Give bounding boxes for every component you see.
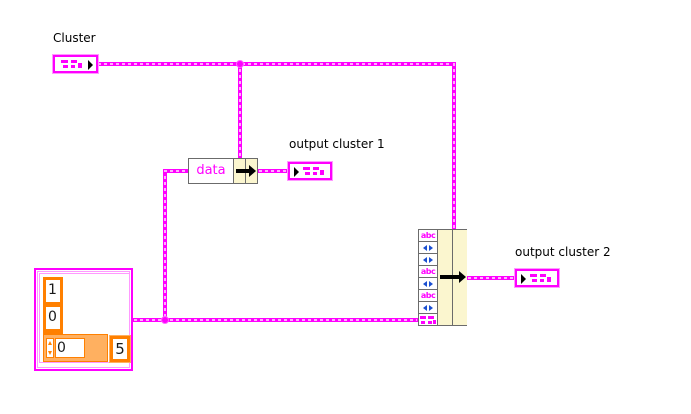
bundle-input-cluster[interactable] <box>419 314 437 326</box>
bundle-input-list: abc abc abc <box>419 230 438 326</box>
array-element-1[interactable]: 0 <box>46 307 60 329</box>
wire-cluster-to-bundle[interactable] <box>452 62 456 229</box>
bundle-by-name-node[interactable]: abc abc abc <box>418 229 467 326</box>
numeric-arrows-icon <box>423 281 433 287</box>
unbundle-element-name[interactable]: data <box>189 159 234 183</box>
bundle-input-numeric[interactable] <box>419 302 437 314</box>
array-index-value[interactable]: 0 <box>55 338 85 358</box>
numeric-arrows-icon <box>423 257 433 263</box>
output-cluster-1-terminal[interactable] <box>287 161 333 181</box>
numeric-arrows-icon <box>423 245 433 251</box>
output-cluster-2-label: output cluster 2 <box>515 245 611 259</box>
bundle-input-string[interactable]: abc <box>419 291 437 302</box>
bundle-input-numeric[interactable] <box>419 242 437 254</box>
bundle-arrow-icon <box>440 271 466 283</box>
index-spinner-icon[interactable] <box>46 338 54 358</box>
output-arrow-icon <box>88 60 93 70</box>
unbundle-by-name-node[interactable]: data <box>188 158 258 184</box>
numeric-constant-value[interactable]: 5 <box>113 339 127 359</box>
bundle-input-string[interactable]: abc <box>419 231 437 242</box>
output-cluster-1-label: output cluster 1 <box>289 137 385 151</box>
numeric-arrows-icon <box>423 305 433 311</box>
bundle-input-numeric[interactable] <box>419 278 437 290</box>
input-arrow-icon <box>521 274 526 284</box>
wire-constant-to-bundle[interactable] <box>133 318 418 322</box>
wire-cluster-top[interactable] <box>97 62 456 66</box>
wire-junction-top <box>236 60 244 68</box>
wire-junction-bottom <box>161 316 169 324</box>
cluster-icon <box>303 167 325 175</box>
numeric-constant[interactable]: 5 <box>109 335 131 363</box>
wire-constant-to-unbundle-v[interactable] <box>163 169 167 322</box>
wire-constant-to-unbundle-h[interactable] <box>163 169 188 173</box>
array-element-0[interactable]: 1 <box>46 280 60 302</box>
cluster-constant-inner: 1 0 0 5 <box>39 273 131 363</box>
input-arrow-icon <box>294 167 299 177</box>
cluster-icon <box>530 274 552 282</box>
array-index-display: 0 <box>43 334 108 362</box>
unbundle-arrow-icon <box>236 165 256 177</box>
bundle-input-string[interactable]: abc <box>419 267 437 278</box>
wire-unbundle-to-output-1[interactable] <box>258 169 288 173</box>
cluster-label: Cluster <box>53 31 96 45</box>
cluster-icon <box>61 60 83 68</box>
cluster-icon <box>420 316 436 324</box>
wire-cluster-to-unbundle[interactable] <box>238 62 242 158</box>
wire-bundle-to-output-2[interactable] <box>467 276 515 280</box>
cluster-constant[interactable]: 1 0 0 5 <box>34 268 133 371</box>
array-constant[interactable]: 1 0 <box>43 277 63 334</box>
cluster-control-terminal[interactable] <box>52 54 99 74</box>
output-cluster-2-terminal[interactable] <box>514 268 560 288</box>
bundle-input-numeric[interactable] <box>419 254 437 266</box>
